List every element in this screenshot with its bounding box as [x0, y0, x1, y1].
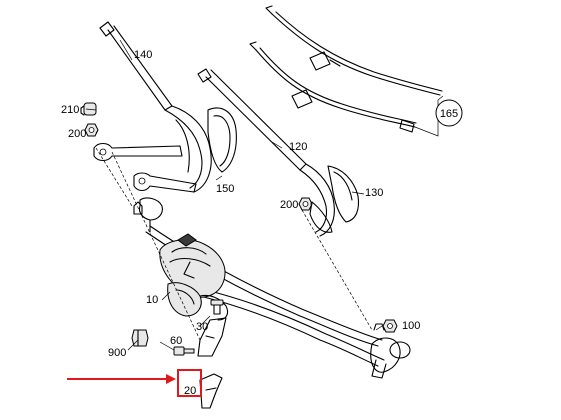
wiper-blade-lower: [249, 41, 417, 133]
label-20: 20: [184, 385, 196, 397]
wiper-arm-right: [197, 68, 335, 237]
cover-cap-150: [207, 107, 237, 173]
cover-cap-130: [327, 165, 360, 223]
callout-165: 165: [414, 95, 463, 137]
leader-lines: [85, 39, 383, 351]
label-60: 60: [170, 335, 182, 347]
cover-lower-right: [309, 201, 333, 233]
wiper-blade-upper: [265, 5, 443, 96]
label-140: 140: [134, 49, 152, 61]
linkage-left: [93, 142, 197, 193]
highlight-callout-20: 20: [67, 369, 202, 397]
label-120: 120: [289, 141, 307, 153]
bolt-60: [173, 346, 195, 356]
label-10: 10: [146, 294, 158, 306]
nut-200-right: [298, 197, 313, 211]
bracket-20: [199, 373, 223, 409]
label-150: 150: [216, 183, 234, 195]
label-130: 130: [365, 187, 383, 199]
screw-30: [210, 299, 224, 315]
wiper-linkage-frame: [133, 197, 411, 379]
label-210: 210: [61, 104, 79, 116]
wiper-motor: [159, 233, 229, 321]
label-200-left: 200: [68, 128, 86, 140]
bracket-30: [197, 317, 227, 357]
label-100: 100: [402, 320, 420, 332]
nut-200-left: [84, 123, 99, 137]
label-30: 30: [196, 321, 208, 333]
wiper-arm-left: [99, 21, 212, 193]
cap-nut-210: [80, 102, 97, 116]
label-165: 165: [440, 108, 458, 120]
label-900: 900: [108, 347, 126, 359]
label-200-right: 200: [280, 199, 298, 211]
nut-100: [382, 319, 398, 333]
